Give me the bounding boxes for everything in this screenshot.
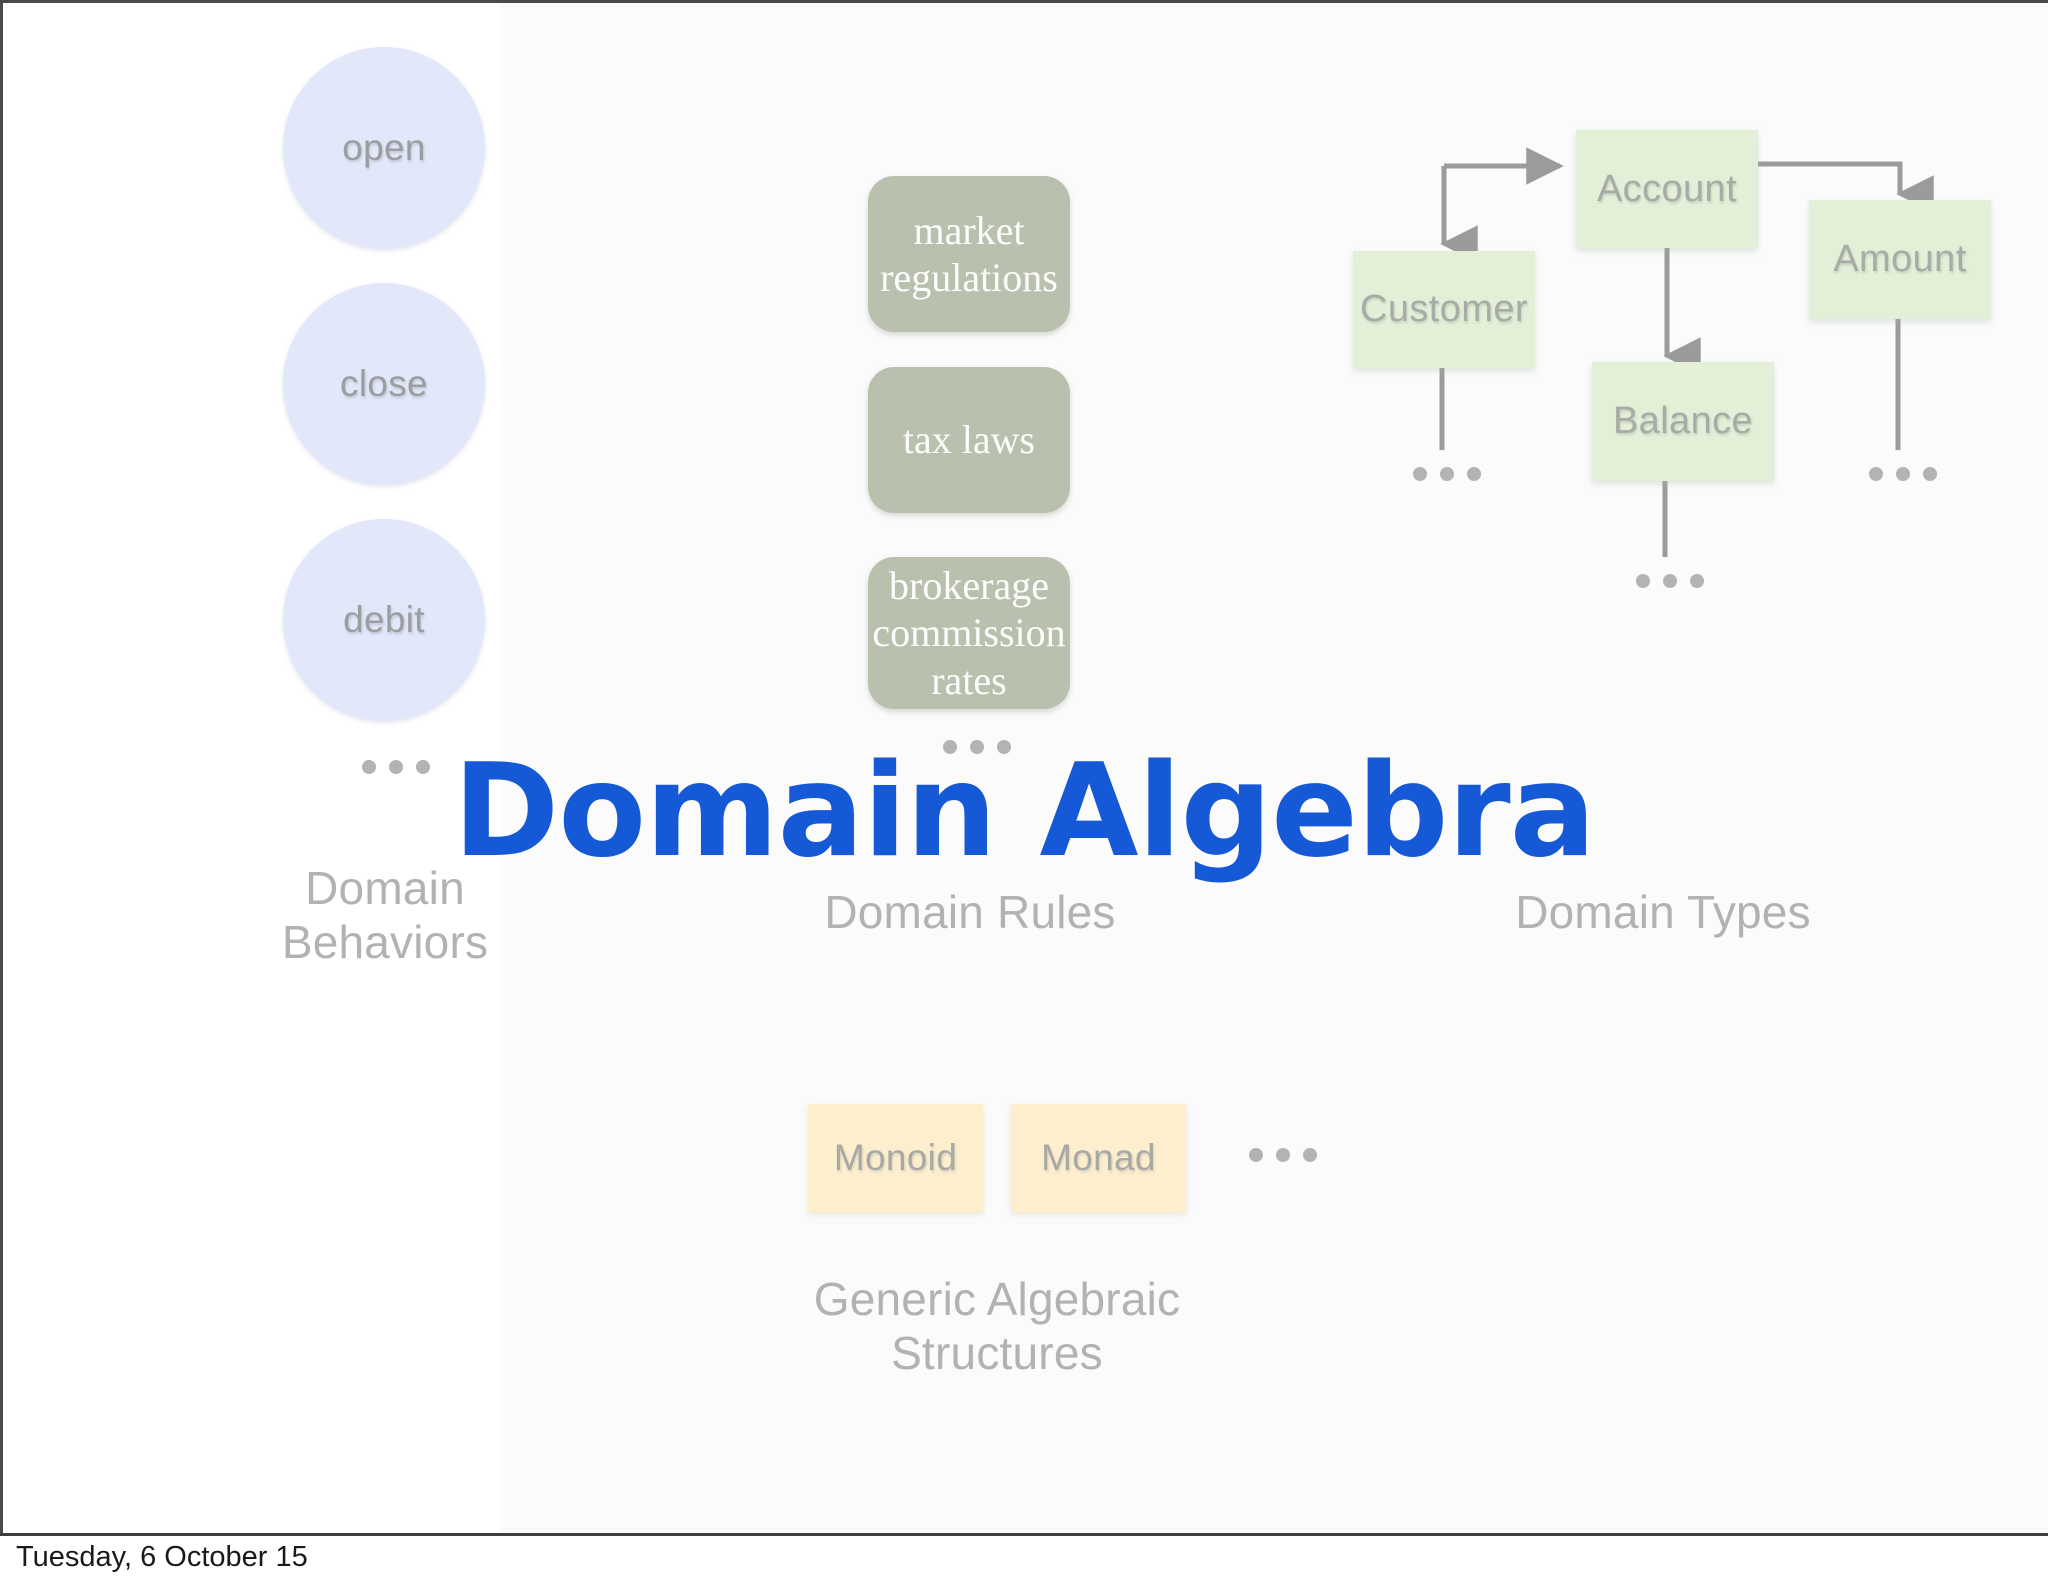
- rule-label-tax-laws: tax laws: [893, 416, 1045, 463]
- dot: [1663, 574, 1677, 588]
- dot: [1249, 1148, 1263, 1162]
- rule-label-market-regulations: market regulations: [870, 207, 1068, 301]
- dot: [1413, 467, 1427, 481]
- footer-date: Tuesday, 6 October 15: [16, 1541, 308, 1573]
- behavior-circle-debit[interactable]: debit: [283, 519, 485, 721]
- slide-border-left: [0, 0, 3, 1536]
- behaviors-ellipsis: [362, 760, 430, 774]
- caption-generic-algebraic-structures: Generic Algebraic Structures: [647, 1272, 1347, 1381]
- dot: [362, 760, 376, 774]
- type-box-customer[interactable]: Customer: [1353, 251, 1535, 368]
- caption-domain-behaviors: Domain Behaviors: [155, 861, 615, 970]
- dot: [389, 760, 403, 774]
- type-label-account: Account: [1596, 167, 1738, 210]
- footer-separator: [0, 1533, 2048, 1536]
- rule-label-line: regulations: [880, 255, 1058, 300]
- behavior-circle-close[interactable]: close: [283, 283, 485, 485]
- rule-box-brokerage-commission-rates[interactable]: brokerage commission rates: [868, 557, 1070, 709]
- page-title: Domain Algebra: [453, 737, 1596, 886]
- dot: [943, 740, 957, 754]
- caption-line: Domain: [305, 862, 465, 914]
- rule-label-line: rates: [931, 657, 1007, 703]
- amount-ellipsis: [1869, 467, 1937, 481]
- type-label-balance: Balance: [1612, 400, 1754, 442]
- dot: [1467, 467, 1481, 481]
- dot: [1276, 1148, 1290, 1162]
- type-box-balance[interactable]: Balance: [1592, 362, 1774, 481]
- type-box-account[interactable]: Account: [1576, 130, 1758, 248]
- dot: [1923, 467, 1937, 481]
- dot: [1440, 467, 1454, 481]
- caption-line: Behaviors: [281, 916, 489, 969]
- balance-ellipsis: [1636, 574, 1704, 588]
- algebra-label-monoid: Monoid: [833, 1137, 958, 1178]
- rules-ellipsis: [943, 740, 1011, 754]
- dot: [1869, 467, 1883, 481]
- caption-line: Structures: [891, 1327, 1103, 1380]
- customer-ellipsis: [1413, 467, 1481, 481]
- behavior-label-debit: debit: [343, 599, 425, 640]
- algebra-box-monad[interactable]: Monad: [1011, 1104, 1186, 1212]
- type-label-customer: Customer: [1360, 288, 1528, 330]
- behavior-label-close: close: [340, 363, 428, 404]
- type-box-amount[interactable]: Amount: [1809, 200, 1991, 319]
- dot: [1896, 467, 1910, 481]
- dot: [1636, 574, 1650, 588]
- dot: [416, 760, 430, 774]
- rule-label-line: tax laws: [902, 417, 1036, 463]
- slide-border-top: [0, 0, 2048, 3]
- rule-label-line: brokerage: [889, 563, 1049, 609]
- caption-domain-rules: Domain Rules: [824, 886, 1116, 938]
- rule-box-market-regulations[interactable]: market regulations: [868, 176, 1070, 332]
- algebra-box-monoid[interactable]: Monoid: [808, 1104, 983, 1212]
- rule-label-line: market: [913, 207, 1025, 253]
- behavior-circle-open[interactable]: open: [283, 47, 485, 249]
- caption-domain-types: Domain Types: [1515, 886, 1811, 938]
- type-label-amount: Amount: [1833, 238, 1967, 280]
- caption-line: Generic Algebraic: [813, 1273, 1181, 1325]
- generic-ellipsis: [1249, 1148, 1317, 1162]
- behavior-label-open: open: [342, 127, 426, 168]
- rule-label-line: commission: [872, 610, 1066, 656]
- dot: [1303, 1148, 1317, 1162]
- rule-label-brokerage-commission-rates: brokerage commission rates: [862, 562, 1075, 704]
- algebra-label-monad: Monad: [1041, 1137, 1156, 1178]
- rule-box-tax-laws[interactable]: tax laws: [868, 367, 1070, 513]
- dot: [1690, 574, 1704, 588]
- background-tint-band: [500, 3, 2048, 1533]
- dot: [970, 740, 984, 754]
- dot: [997, 740, 1011, 754]
